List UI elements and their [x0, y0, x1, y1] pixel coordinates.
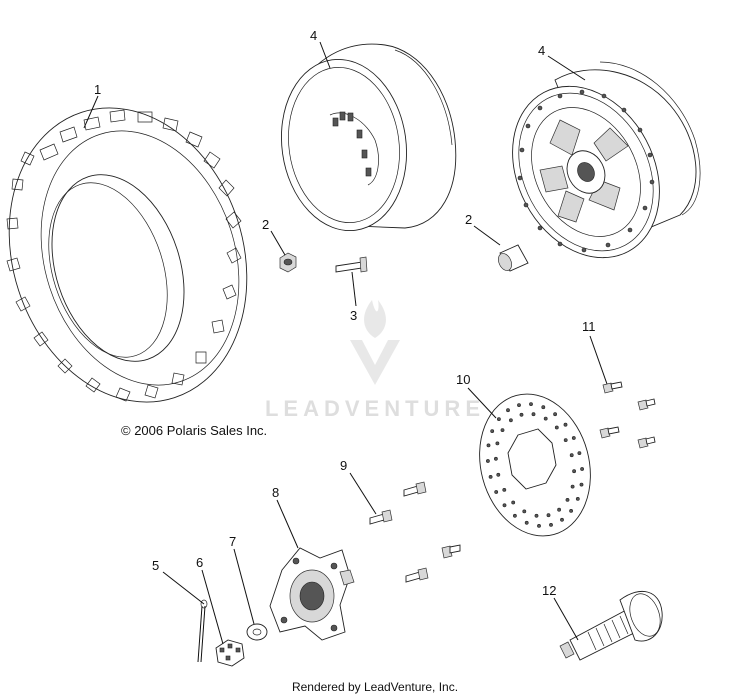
- disc-hole: [495, 441, 500, 446]
- disc-hole: [570, 484, 575, 489]
- callout-brake-disc: 10: [456, 372, 470, 387]
- watermark-text: LEADVENTURE: [264, 396, 485, 421]
- disc-hole: [575, 496, 580, 501]
- copyright-text: © 2006 Polaris Sales Inc.: [121, 423, 268, 438]
- disc-hole: [563, 438, 568, 443]
- callout-nut-left: 2: [262, 217, 269, 232]
- disc-hole: [488, 474, 493, 479]
- lug-nut-right: [498, 244, 529, 272]
- disc-hole: [506, 408, 510, 413]
- disc-hole: [519, 412, 524, 417]
- disc-hole: [577, 451, 582, 456]
- disc-hole: [502, 487, 507, 492]
- disc-hole: [496, 417, 501, 422]
- disc-hole: [524, 520, 529, 525]
- disc-hole: [563, 422, 568, 427]
- disc-hole: [493, 456, 498, 461]
- callout-stud: 3: [350, 308, 357, 323]
- footer-credit: Rendered by LeadVenture, Inc.: [291, 680, 459, 694]
- disc-hole: [529, 402, 533, 407]
- washer: [246, 623, 268, 641]
- disc-hole: [557, 507, 562, 512]
- disc-hole: [546, 513, 551, 518]
- disc-hole: [579, 482, 584, 487]
- disc-hole: [541, 405, 546, 410]
- callout-nut-right: 2: [465, 212, 472, 227]
- wheel-left: [280, 43, 457, 232]
- lug-nut-left: [279, 252, 297, 273]
- disc-hole: [580, 467, 585, 471]
- disc-hole: [531, 412, 536, 417]
- disc-hole: [553, 412, 558, 417]
- disc-hole: [494, 490, 499, 494]
- disc-hole: [565, 497, 570, 502]
- watermark-logo: [350, 300, 400, 385]
- cotter-pin: [197, 599, 208, 663]
- callout-washer: 7: [229, 534, 236, 549]
- disc-hole: [490, 429, 495, 434]
- disc-bolts: [599, 381, 656, 449]
- disc-hole: [560, 517, 564, 522]
- callout-wheel-right: 4: [538, 43, 545, 58]
- callout-hub-bolt: 9: [340, 458, 347, 473]
- callout-wheel-left: 4: [310, 28, 317, 43]
- axle-shaft: [559, 591, 663, 661]
- tire: [6, 107, 248, 403]
- callout-disc-bolt: 11: [582, 319, 596, 334]
- disc-hole: [569, 453, 574, 458]
- callout-castle-nut: 6: [196, 555, 203, 570]
- disc-hole: [537, 524, 541, 528]
- disc-hole: [517, 403, 521, 408]
- castle-nut: [215, 639, 245, 667]
- disc-hole: [511, 500, 516, 505]
- disc-hole: [549, 523, 553, 527]
- disc-hole: [485, 459, 490, 463]
- wheel-stud: [335, 256, 368, 273]
- disc-hole: [502, 503, 507, 508]
- callout-axle: 12: [542, 583, 556, 598]
- disc-hole: [508, 418, 513, 423]
- disc-hole: [534, 513, 539, 518]
- disc-hole: [543, 416, 548, 421]
- disc-hole: [569, 508, 574, 513]
- disc-hole: [513, 513, 517, 518]
- disc-hole: [571, 436, 576, 440]
- disc-hole: [522, 509, 527, 514]
- disc-hole: [554, 425, 559, 430]
- disc-hole: [486, 443, 491, 448]
- callout-hub: 8: [272, 485, 279, 500]
- disc-hole: [496, 472, 501, 477]
- disc-hole: [572, 469, 577, 474]
- callout-cotter-pin: 5: [152, 558, 159, 573]
- callout-tire: 1: [94, 82, 101, 97]
- disc-hole: [500, 428, 505, 433]
- brake-disc: [479, 393, 591, 537]
- wheel-hub: [269, 547, 355, 641]
- wheel-right: [512, 61, 701, 259]
- leader-lines: [83, 41, 608, 645]
- hub-bolts: [369, 481, 461, 583]
